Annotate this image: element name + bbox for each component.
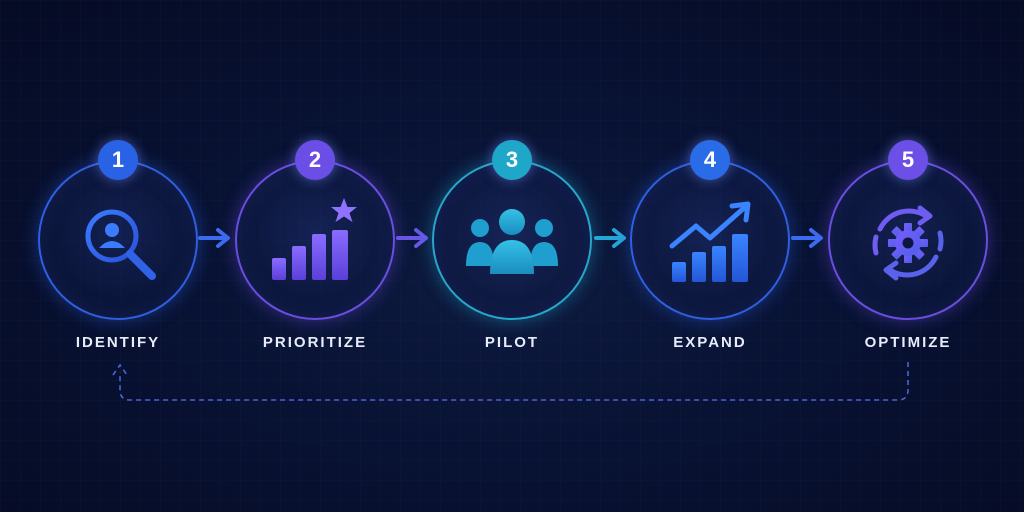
step-5-label: OPTIMIZE bbox=[864, 334, 952, 351]
step-4-label: EXPAND bbox=[673, 334, 747, 351]
bar-chart-star-icon bbox=[272, 198, 357, 280]
step-3-badge: 3 bbox=[492, 140, 532, 180]
step-2-label: PRIORITIZE bbox=[262, 334, 368, 351]
step-1-label: IDENTIFY bbox=[75, 334, 161, 351]
arrow-right-icon bbox=[396, 228, 428, 248]
step-3-label: PILOT bbox=[484, 334, 540, 351]
group-icon bbox=[466, 209, 558, 274]
step-1-circle bbox=[38, 160, 198, 320]
step-4-badge: 4 bbox=[690, 140, 730, 180]
growth-chart-icon bbox=[669, 201, 751, 282]
arrow-right-icon bbox=[791, 228, 823, 248]
arrow-right-icon bbox=[198, 228, 230, 248]
step-5-badge: 5 bbox=[888, 140, 928, 180]
person-search-icon bbox=[85, 209, 156, 280]
step-2-badge: 2 bbox=[295, 140, 335, 180]
step-1-badge: 1 bbox=[98, 140, 138, 180]
gear-cycle-icon bbox=[872, 205, 944, 281]
arrow-right-icon bbox=[594, 228, 626, 248]
